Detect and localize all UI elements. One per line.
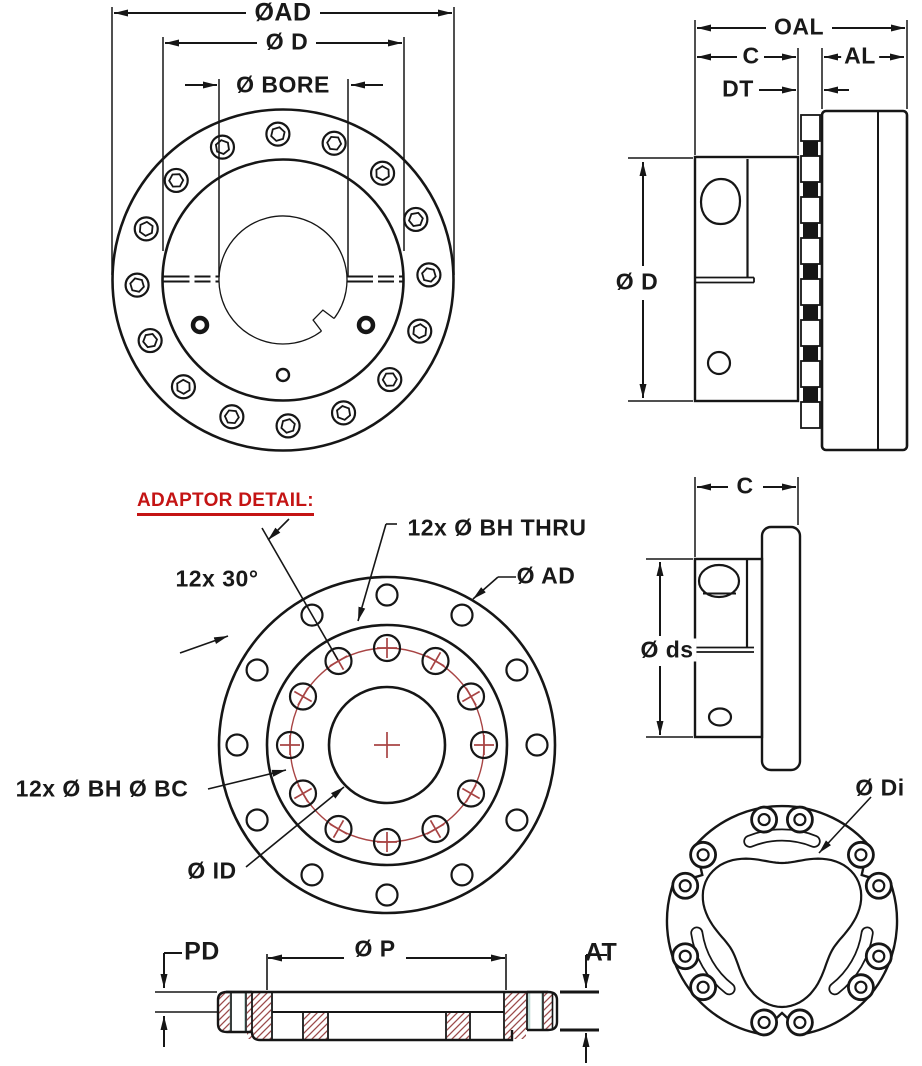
dim-label-pd: PD	[184, 937, 220, 966]
dim-label-ds: Ø ds	[637, 638, 697, 662]
side-view-mid-geometry	[646, 477, 802, 772]
center-mark	[374, 732, 400, 758]
dim-label-front-oad: ØAD	[251, 0, 315, 26]
section-view-geometry	[155, 952, 607, 1063]
dim-label-dt: DT	[719, 77, 757, 101]
dim-label-oal: OAL	[770, 15, 828, 39]
hex-bolts	[124, 121, 442, 439]
dim-label-c-mid: C	[733, 474, 757, 498]
disc-pack-stack	[800, 114, 821, 429]
dim-label-al: AL	[841, 44, 879, 68]
dim-label-side-od: Ø D	[612, 270, 662, 294]
callout-di: Ø Di	[855, 774, 905, 801]
flex-disc-geometry	[665, 796, 899, 1037]
callout-bh-bc: 12x Ø BH Ø BC	[15, 775, 189, 802]
callout-angle: 12x 30°	[175, 565, 259, 592]
dim-label-front-od: Ø D	[262, 30, 312, 54]
callout-bh-thru: 12x Ø BH THRU	[407, 514, 587, 541]
side-view-top-geometry	[628, 20, 909, 452]
callout-ad: Ø AD	[516, 562, 576, 589]
front-view-geometry	[111, 7, 455, 452]
dim-label-front-bore: Ø BORE	[233, 73, 333, 97]
dim-label-at: AT	[584, 938, 618, 967]
callout-id: Ø ID	[187, 857, 237, 884]
dim-label-p: Ø P	[351, 937, 399, 961]
dim-label-c-top: C	[739, 44, 763, 68]
adaptor-detail-geometry	[179, 518, 557, 915]
adaptor-detail-heading: ADAPTOR DETAIL:	[137, 490, 314, 516]
